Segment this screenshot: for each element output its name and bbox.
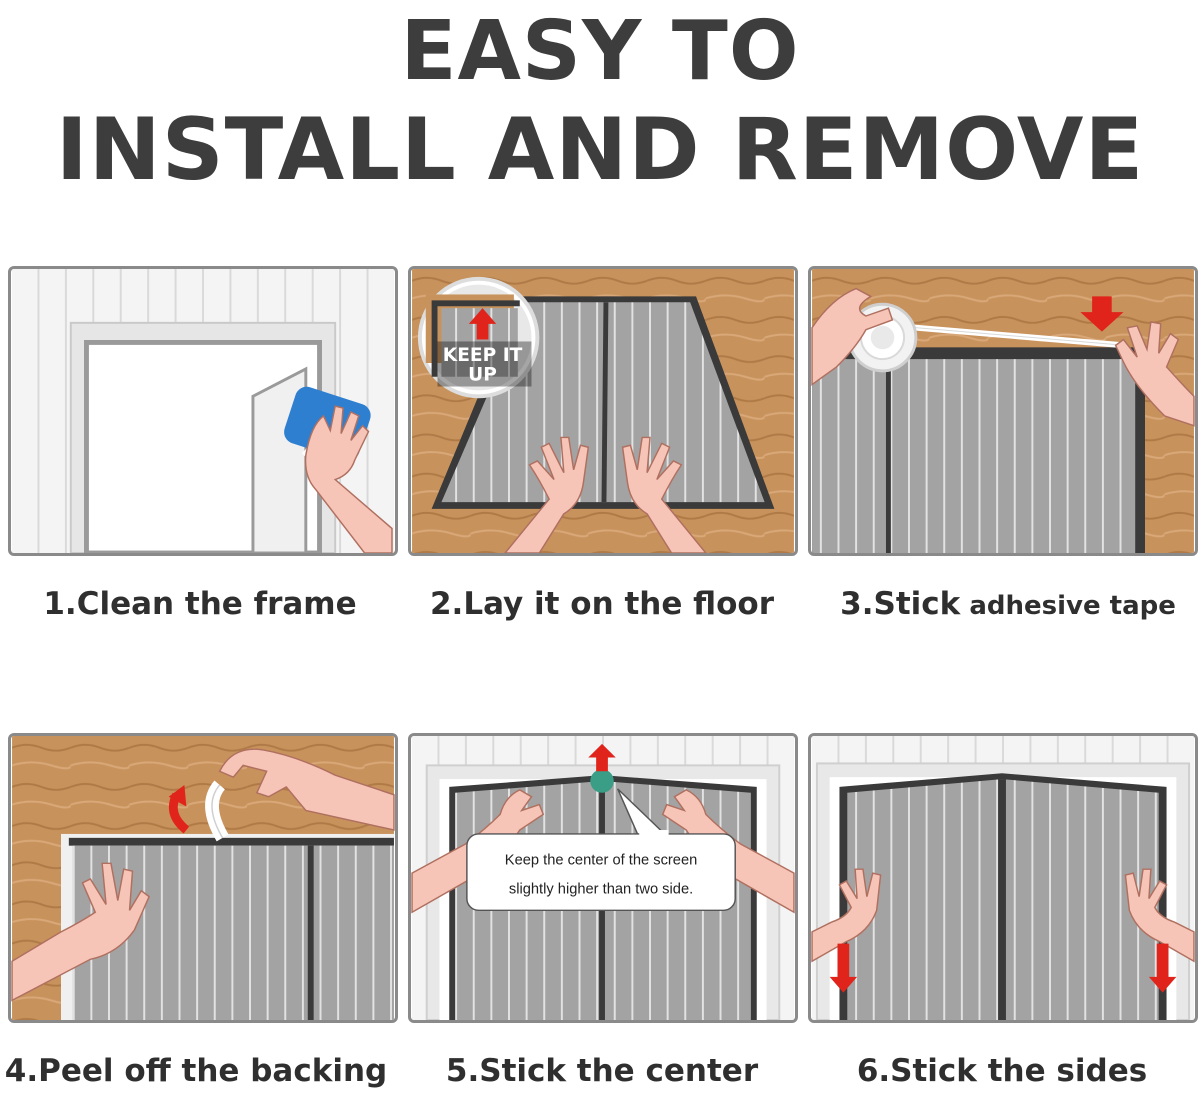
callout-line-1: Keep the center of the screen	[505, 852, 698, 868]
step-5-scene: Keep the center of the screen slightly h…	[411, 736, 795, 1020]
hand-icon	[11, 748, 395, 1002]
badge-line-1: KEEP IT	[443, 345, 523, 366]
callout-line-2: slightly higher than two side.	[509, 882, 693, 898]
step-2-illustration: KEEP IT UP	[408, 266, 798, 556]
hand-icon	[504, 436, 707, 553]
down-arrow-icon-left	[829, 943, 858, 993]
step-1-illustration	[8, 266, 398, 556]
step-4-illustration	[8, 733, 398, 1023]
step-4-scene	[11, 736, 395, 1020]
page-title-line-1: EASY TO	[400, 4, 800, 99]
step-3-illustration	[808, 266, 1198, 556]
step-5-caption: 5.Stick the center	[445, 1053, 759, 1089]
down-arrow-icon	[1080, 296, 1124, 332]
hand-icon	[811, 868, 1195, 963]
step-3-caption: 3.Stick adhesive tape	[812, 586, 1200, 622]
step-1-scene	[12, 269, 394, 553]
page-title-line-2: INSTALL AND REMOVE	[55, 100, 1145, 200]
step-2-caption: 2.Lay it on the floor	[429, 586, 775, 622]
step-6-caption: 6.Stick the sides	[856, 1053, 1148, 1089]
badge-line-2: UP	[468, 365, 497, 386]
step-1-caption: 1.Clean the frame	[43, 586, 357, 622]
keep-it-up-badge: KEEP IT UP	[417, 276, 540, 399]
step-4-caption: 4.Peel off the backing	[4, 1053, 388, 1089]
down-arrow-icon-right	[1148, 943, 1177, 993]
hand-icon	[811, 287, 1195, 427]
step-3-caption-rest: adhesive tape	[960, 591, 1176, 621]
step-3-caption-main: 3.Stick	[840, 586, 961, 622]
step-6-scene	[811, 736, 1195, 1020]
step-6-illustration	[808, 733, 1198, 1023]
callout-bubble: Keep the center of the screen slightly h…	[466, 788, 736, 912]
step-2-scene: KEEP IT UP	[412, 269, 794, 553]
step-5-illustration: Keep the center of the screen slightly h…	[408, 733, 798, 1023]
step-3-scene	[811, 269, 1195, 553]
hand-icon	[304, 405, 393, 553]
